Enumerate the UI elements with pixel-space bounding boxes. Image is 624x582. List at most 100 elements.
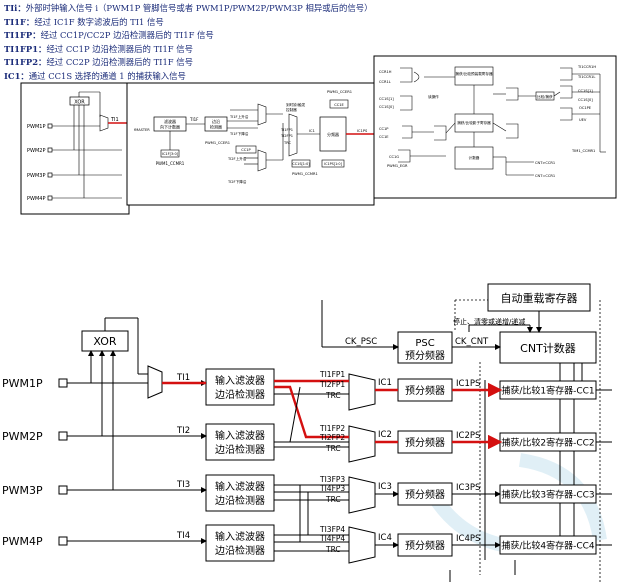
- legend-row: TI1FP2：经过 CC2P 边沿检测器后的 TI1F 信号: [4, 56, 424, 70]
- top-edge-text: 边沿: [212, 118, 220, 124]
- filter-label: 输入滤波器: [215, 530, 265, 543]
- signal-legend: TIi：外部时钟输入信号 i（PWM1P 管脚信号或者 PWM1P/PWM2P/…: [4, 2, 424, 84]
- capture-label: 捕获/比较4寄存器-CC4: [501, 540, 595, 552]
- cnt-label: CNT计数器: [520, 342, 576, 355]
- prescaler-label: 预分频器: [405, 539, 445, 552]
- psc-label: 预分频器: [405, 349, 445, 362]
- top-filter-text: 滤波器: [164, 118, 176, 124]
- panel-text: CC1P: [379, 127, 389, 131]
- ccer1-label: PWM1_CCER1: [205, 141, 230, 145]
- main-port-label: PWM2P: [2, 430, 43, 443]
- ic-mux: [348, 476, 376, 514]
- panel-text: 捕获/比较影子寄存器: [457, 120, 491, 125]
- legend-term: IC1：: [4, 70, 29, 81]
- cc1p-label: CC1P: [241, 148, 251, 152]
- panel-text: CC1S[0]: [379, 105, 394, 109]
- panel-text: CC1S[1]: [379, 97, 394, 101]
- legend-row: TI1F：经过 IC1F 数字滤波后的 TI1 信号: [4, 16, 424, 30]
- cc1p-box: [235, 145, 257, 154]
- legend-row: TI1FP1：经过 CC1P 边沿检测器后的 TI1F 信号: [4, 43, 424, 57]
- rise-label: TI1F上升沿: [229, 114, 249, 119]
- icps-label: IC3PS: [456, 483, 480, 493]
- capture-label: 捕获/比较3寄存器-CC3: [501, 489, 594, 501]
- pin-square: [47, 172, 53, 178]
- edge-label: 边沿检测器: [215, 544, 265, 557]
- panel-text: CC1E: [379, 135, 389, 139]
- top-port-label: PWM3P: [27, 173, 45, 179]
- ic-label: IC3: [378, 482, 392, 492]
- legend-term: TI1F：: [4, 16, 35, 27]
- fp-label: TRC: [325, 444, 341, 453]
- legend-term: TI1FP1：: [4, 43, 47, 54]
- ti-label: TI3: [176, 480, 190, 490]
- legend-desc: 通过 CC1S 选择的通道 1 的捕获输入信号: [28, 70, 186, 81]
- legend-desc: 经过 IC1F 数字滤波后的 TI1 信号: [34, 16, 164, 27]
- top-fp: TRC: [283, 141, 292, 145]
- xor-gate: [69, 96, 90, 106]
- icps-out-label: IC1PS: [357, 129, 368, 133]
- panel-text: CNT>CCR1: [535, 161, 555, 165]
- ti-label: TI4: [176, 531, 190, 541]
- to-clk-label: 控制器: [286, 107, 297, 112]
- filter-label: 输入滤波器: [215, 480, 265, 493]
- fp-label: TI4FP3: [319, 484, 345, 493]
- ccmr1b-label: PWM1_CCMR1: [292, 172, 318, 176]
- ti-label: TI1: [176, 373, 190, 383]
- fp-label: TI3FP4: [319, 525, 345, 534]
- capture-label: 捕获/比较2寄存器-CC2: [501, 437, 594, 449]
- main-port-label: PWM3P: [2, 484, 43, 497]
- pin-square: [47, 195, 53, 201]
- main-channel-diagram: 自动重载寄存器 停止、清零或递增/递减 PSC 预分频器 CK_PSC CK_C…: [2, 283, 612, 582]
- filter-edge-box: [205, 368, 275, 406]
- ic1f-label: IC1F[3:0]: [162, 152, 179, 156]
- xor-main-label: XOR: [93, 335, 116, 348]
- legend-row: IC1：通过 CC1S 选择的通道 1 的捕获输入信号: [4, 70, 424, 84]
- edge-label: 边沿检测器: [215, 388, 265, 401]
- icps-label: IC4PS: [456, 534, 480, 544]
- main-port-label: PWM4P: [2, 535, 43, 548]
- fp-label: TI1FP1: [319, 370, 345, 379]
- ccmr1-label: PWM1_CCMR1: [156, 161, 185, 166]
- panel-text: PWM1_EGR: [387, 164, 408, 168]
- prescaler-label: 预分频器: [405, 436, 445, 449]
- pin-square: [47, 147, 53, 153]
- panel-text: CCR1L: [379, 80, 391, 84]
- legend-term: TIi：: [4, 3, 26, 13]
- capture-panel: [373, 55, 617, 199]
- auto-reload-register: [487, 283, 591, 312]
- panel-text: 比较/捕获: [537, 94, 553, 99]
- ti1-mux: [147, 365, 163, 399]
- panel-text: 计数器: [469, 155, 480, 160]
- cc1e-label: CC1E: [334, 103, 344, 107]
- panel-text: 捕获/比较预装载寄存器: [455, 71, 493, 76]
- filter-edge-box: [205, 474, 275, 512]
- ic-label: IC2: [378, 430, 392, 440]
- legend-term: TI1FP2：: [4, 57, 47, 68]
- psc-label: PSC: [415, 338, 434, 349]
- legend-desc: 经过 CC1P/CC2P 边沿检测器后的 TI1F 信号: [40, 30, 214, 41]
- panel-text: TI1CCR1H: [577, 65, 596, 69]
- rise2-label: TI2F上升沿: [227, 156, 247, 161]
- ic-mux: [348, 373, 376, 411]
- top-ti1-label: TI1: [110, 117, 119, 123]
- main-pin-square: [58, 536, 68, 546]
- top-filter-text: 向下计数器: [160, 124, 180, 130]
- main-pin-square: [58, 431, 68, 441]
- main-port-label: PWM1P: [2, 377, 43, 390]
- top-port-label: PWM4P: [27, 196, 45, 202]
- ti1f-label: TI1F: [189, 117, 199, 122]
- panel-text: TI1CCR1L: [577, 75, 595, 79]
- panel-text: CCR1H: [379, 70, 392, 74]
- fp-label: TRC: [325, 495, 341, 504]
- main-pin-square: [58, 485, 68, 495]
- prescaler-label: 预分频器: [405, 384, 445, 397]
- stop-note: 停止、清零或递增/递减: [453, 317, 525, 326]
- fall-label: TI1F下降沿: [229, 131, 249, 136]
- top-div-label: 分频器: [327, 131, 339, 137]
- top-fp: TI1FP1: [280, 128, 293, 132]
- fp-label: TI2FP2: [319, 433, 345, 442]
- arr-label: 自动重载寄存器: [501, 291, 578, 305]
- ic-mux: [348, 425, 376, 463]
- ic-mux: [348, 526, 376, 564]
